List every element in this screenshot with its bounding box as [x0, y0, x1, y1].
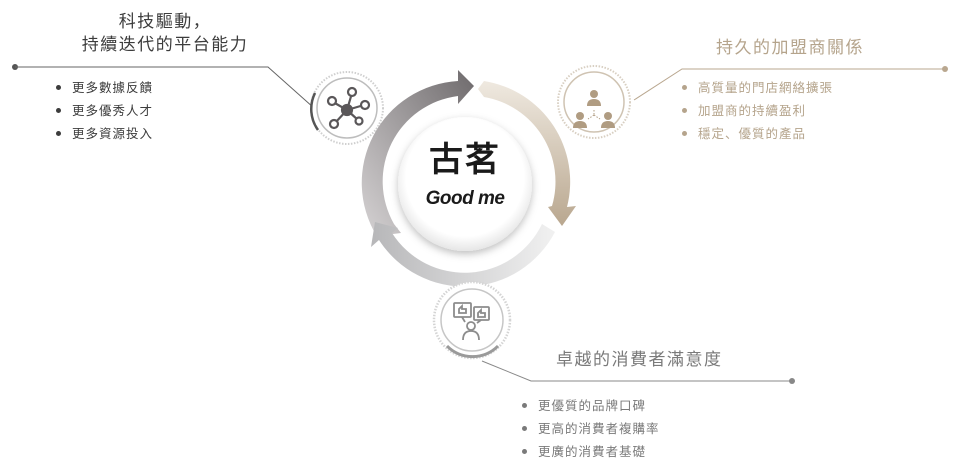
consumer-title-line1: 卓越的消費者滿意度: [556, 350, 723, 370]
list-item: 穩定、優質的產品: [680, 122, 833, 145]
consumer-feedback-icon: [453, 302, 490, 341]
list-item: 高質量的門店網絡擴張: [680, 76, 833, 99]
franchisee-people-icon: [573, 90, 615, 128]
franchise-section-title: 持久的加盟商關係: [716, 37, 864, 60]
tech-arrow-segment: [361, 70, 474, 236]
consumer-badge: [432, 280, 512, 360]
consumer-connector-line: [481, 360, 795, 384]
network-nodes-icon: [326, 86, 371, 130]
list-item: 加盟商的持續盈利: [680, 99, 833, 122]
brand-name-english: Good me: [425, 188, 505, 209]
list-item: 更多優秀人才: [54, 99, 153, 122]
consumer-bullet-list: 更優質的品牌口碑 更高的消費者複購率 更廣的消費者基礎: [520, 394, 660, 463]
tech-title-line1: 科技驅動，: [118, 12, 212, 32]
list-item: 更高的消費者複購率: [520, 417, 660, 440]
franchise-connector-line: [633, 66, 948, 101]
consumer-arrow-segment: [371, 222, 555, 287]
tech-section-title: 科技驅動， 持續迭代的平台能力: [40, 11, 290, 57]
brand-name-chinese: 古茗: [429, 140, 501, 180]
franchise-arrow-segment: [478, 81, 576, 226]
tech-bullet-list: 更多數據反饋 更多優秀人才 更多資源投入: [54, 76, 153, 145]
tech-connector-line: [12, 64, 315, 109]
franchise-title-line1: 持久的加盟商關係: [716, 38, 864, 58]
tech-title-line2: 持續迭代的平台能力: [81, 35, 249, 55]
list-item: 更多數據反饋: [54, 76, 153, 99]
list-item: 更多資源投入: [54, 122, 153, 145]
consumer-section-title: 卓越的消費者滿意度: [556, 349, 723, 372]
list-item: 更廣的消費者基礎: [520, 440, 660, 463]
franchise-bullet-list: 高質量的門店網絡擴張 加盟商的持續盈利 穩定、優質的產品: [680, 76, 833, 145]
list-item: 更優質的品牌口碑: [520, 394, 660, 417]
center-circle: [398, 117, 532, 251]
